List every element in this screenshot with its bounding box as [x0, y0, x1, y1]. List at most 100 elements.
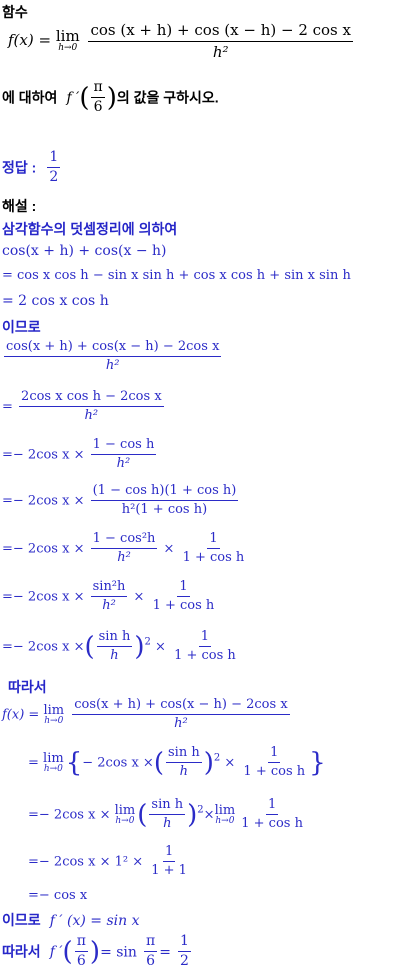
- lim-sub: h→0: [43, 763, 63, 774]
- g3-exp: 2: [197, 804, 204, 816]
- question-pre: 에 대하여: [2, 89, 58, 106]
- f6-den: h²: [102, 598, 116, 614]
- answer-label: 정답 :: [2, 159, 37, 176]
- fraction-5a: 1 − cos²h h²: [90, 531, 158, 566]
- answer-fraction: 1 2: [47, 149, 61, 186]
- f5-num2: 1: [207, 531, 220, 550]
- paren-left: (: [153, 747, 164, 778]
- g3-num: sin h: [149, 797, 186, 816]
- paren-right: ): [106, 82, 117, 113]
- g1-den: h²: [174, 716, 188, 732]
- fraction-3: 1 − cos h h²: [90, 437, 157, 472]
- c2-label: 따라서: [2, 943, 41, 960]
- answer-line: 정답 : 1 2: [2, 149, 62, 186]
- c2-f: f ′: [49, 944, 63, 961]
- f5-num: 1 − cos²h: [90, 531, 158, 550]
- therefore-label: 이므로: [2, 319, 41, 335]
- c2-num3: 1: [178, 933, 191, 953]
- lim-subscript: h→0: [58, 43, 78, 53]
- problem-denominator: h²: [212, 42, 229, 61]
- fx-label: f(x) =: [8, 31, 52, 49]
- simplified-line: = 2 cos x cos h: [2, 293, 109, 309]
- arg-den: 6: [93, 99, 103, 116]
- g4-fraction: 1 1 + 1: [149, 844, 189, 879]
- solution-intro: 삼각함수의 덧셈정리에 의하여: [2, 221, 178, 237]
- problem-formula: f(x) = lim h→0 cos (x + h) + cos (x − h)…: [8, 22, 355, 60]
- lim-text: lim: [114, 802, 136, 818]
- f6-den2: 1 + cos h: [152, 598, 215, 614]
- f7-den2: 1 + cos h: [174, 648, 236, 664]
- f2-eq: =: [2, 399, 13, 415]
- g2-den2: 1 + cos h: [243, 764, 306, 780]
- fraction-6a: sin²h h²: [90, 579, 128, 614]
- g4-den: 1 + 1: [151, 863, 187, 879]
- f6-num2: 1: [177, 579, 190, 598]
- question-fprime: f ′: [66, 90, 80, 107]
- f4-num: (1 − cos h)(1 + cos h): [90, 483, 239, 502]
- paren-right: ): [89, 936, 101, 967]
- g3-den2: 1 + cos h: [241, 816, 303, 832]
- g4-num: 1: [162, 844, 176, 863]
- g3-times: ×: [203, 807, 215, 823]
- therefore-label-2: 따라서: [8, 679, 47, 695]
- f7-exp: 2: [144, 636, 151, 648]
- paren-left: (: [79, 82, 90, 113]
- f1-num: cos(x + h) + cos(x − h) − 2cos x: [4, 339, 222, 358]
- c2-den2: 6: [146, 953, 156, 970]
- step-fraction-6: =− 2cos x × sin²h h² × 1 1 + cos h: [2, 579, 218, 614]
- c2-den: 6: [76, 953, 86, 970]
- g2-eq: =: [28, 755, 39, 771]
- answer-num: 1: [47, 149, 61, 169]
- limit-symbol: lim h→0: [56, 29, 80, 53]
- fraction-2: 2cos x cos h − 2cos x h²: [19, 389, 164, 424]
- f7-num2: 1: [198, 629, 212, 648]
- step-fraction-1: cos(x + h) + cos(x − h) − 2cos x h²: [2, 339, 223, 374]
- expansion-line: = cos x cos h − sin x sin h + cos x cos …: [2, 268, 351, 283]
- lim-text: lim: [43, 702, 65, 718]
- limit-result-line: =− cos x: [28, 888, 88, 903]
- c2-num: π: [74, 933, 88, 953]
- g3-den: h: [163, 816, 172, 832]
- lim-sub: h→0: [44, 715, 64, 726]
- c2-eq2: =: [159, 944, 171, 961]
- g1-pre: f(x) =: [2, 707, 40, 723]
- step-fraction-4: =− 2cos x × (1 − cos h)(1 + cos h) h²(1 …: [2, 483, 240, 518]
- f2-den: h²: [84, 408, 99, 424]
- lim-text: lim: [214, 802, 236, 818]
- section-label-function: 함수: [2, 4, 28, 20]
- paren-right: ): [203, 747, 214, 778]
- f5-pre: =− 2cos x ×: [2, 541, 85, 557]
- fraction-4: (1 − cos h)(1 + cos h) h²(1 + cos h): [90, 483, 239, 518]
- g3-pre: =− 2cos x ×: [28, 807, 111, 823]
- f4-pre: =− 2cos x ×: [2, 493, 85, 509]
- sum-identity-line: cos(x + h) + cos(x − h): [2, 243, 167, 259]
- paren-left: (: [84, 631, 95, 662]
- f1-den: h²: [105, 358, 120, 374]
- g2-num2: 1: [268, 745, 281, 764]
- brace-left: {: [65, 747, 83, 778]
- c1-math: f ′ (x) = sin x: [49, 913, 140, 929]
- g2-exp: 2: [213, 752, 221, 764]
- c2-den3: 2: [180, 953, 189, 970]
- fraction-6b: 1 1 + cos h: [151, 579, 217, 614]
- c2-num2: π: [144, 933, 158, 953]
- brace-right: }: [309, 747, 326, 778]
- paren-left: (: [137, 799, 148, 830]
- f4-den: h²(1 + cos h): [121, 502, 208, 518]
- step-fraction-2: = 2cos x cos h − 2cos x h²: [2, 389, 166, 424]
- paren-right: ): [187, 799, 198, 830]
- f3-num: 1 − cos h: [90, 437, 157, 456]
- fraction-7b: 1 1 + cos h: [172, 629, 238, 664]
- f7-times: ×: [155, 639, 166, 655]
- lim-text: lim: [55, 27, 80, 45]
- lim-sub: h→0: [215, 815, 235, 826]
